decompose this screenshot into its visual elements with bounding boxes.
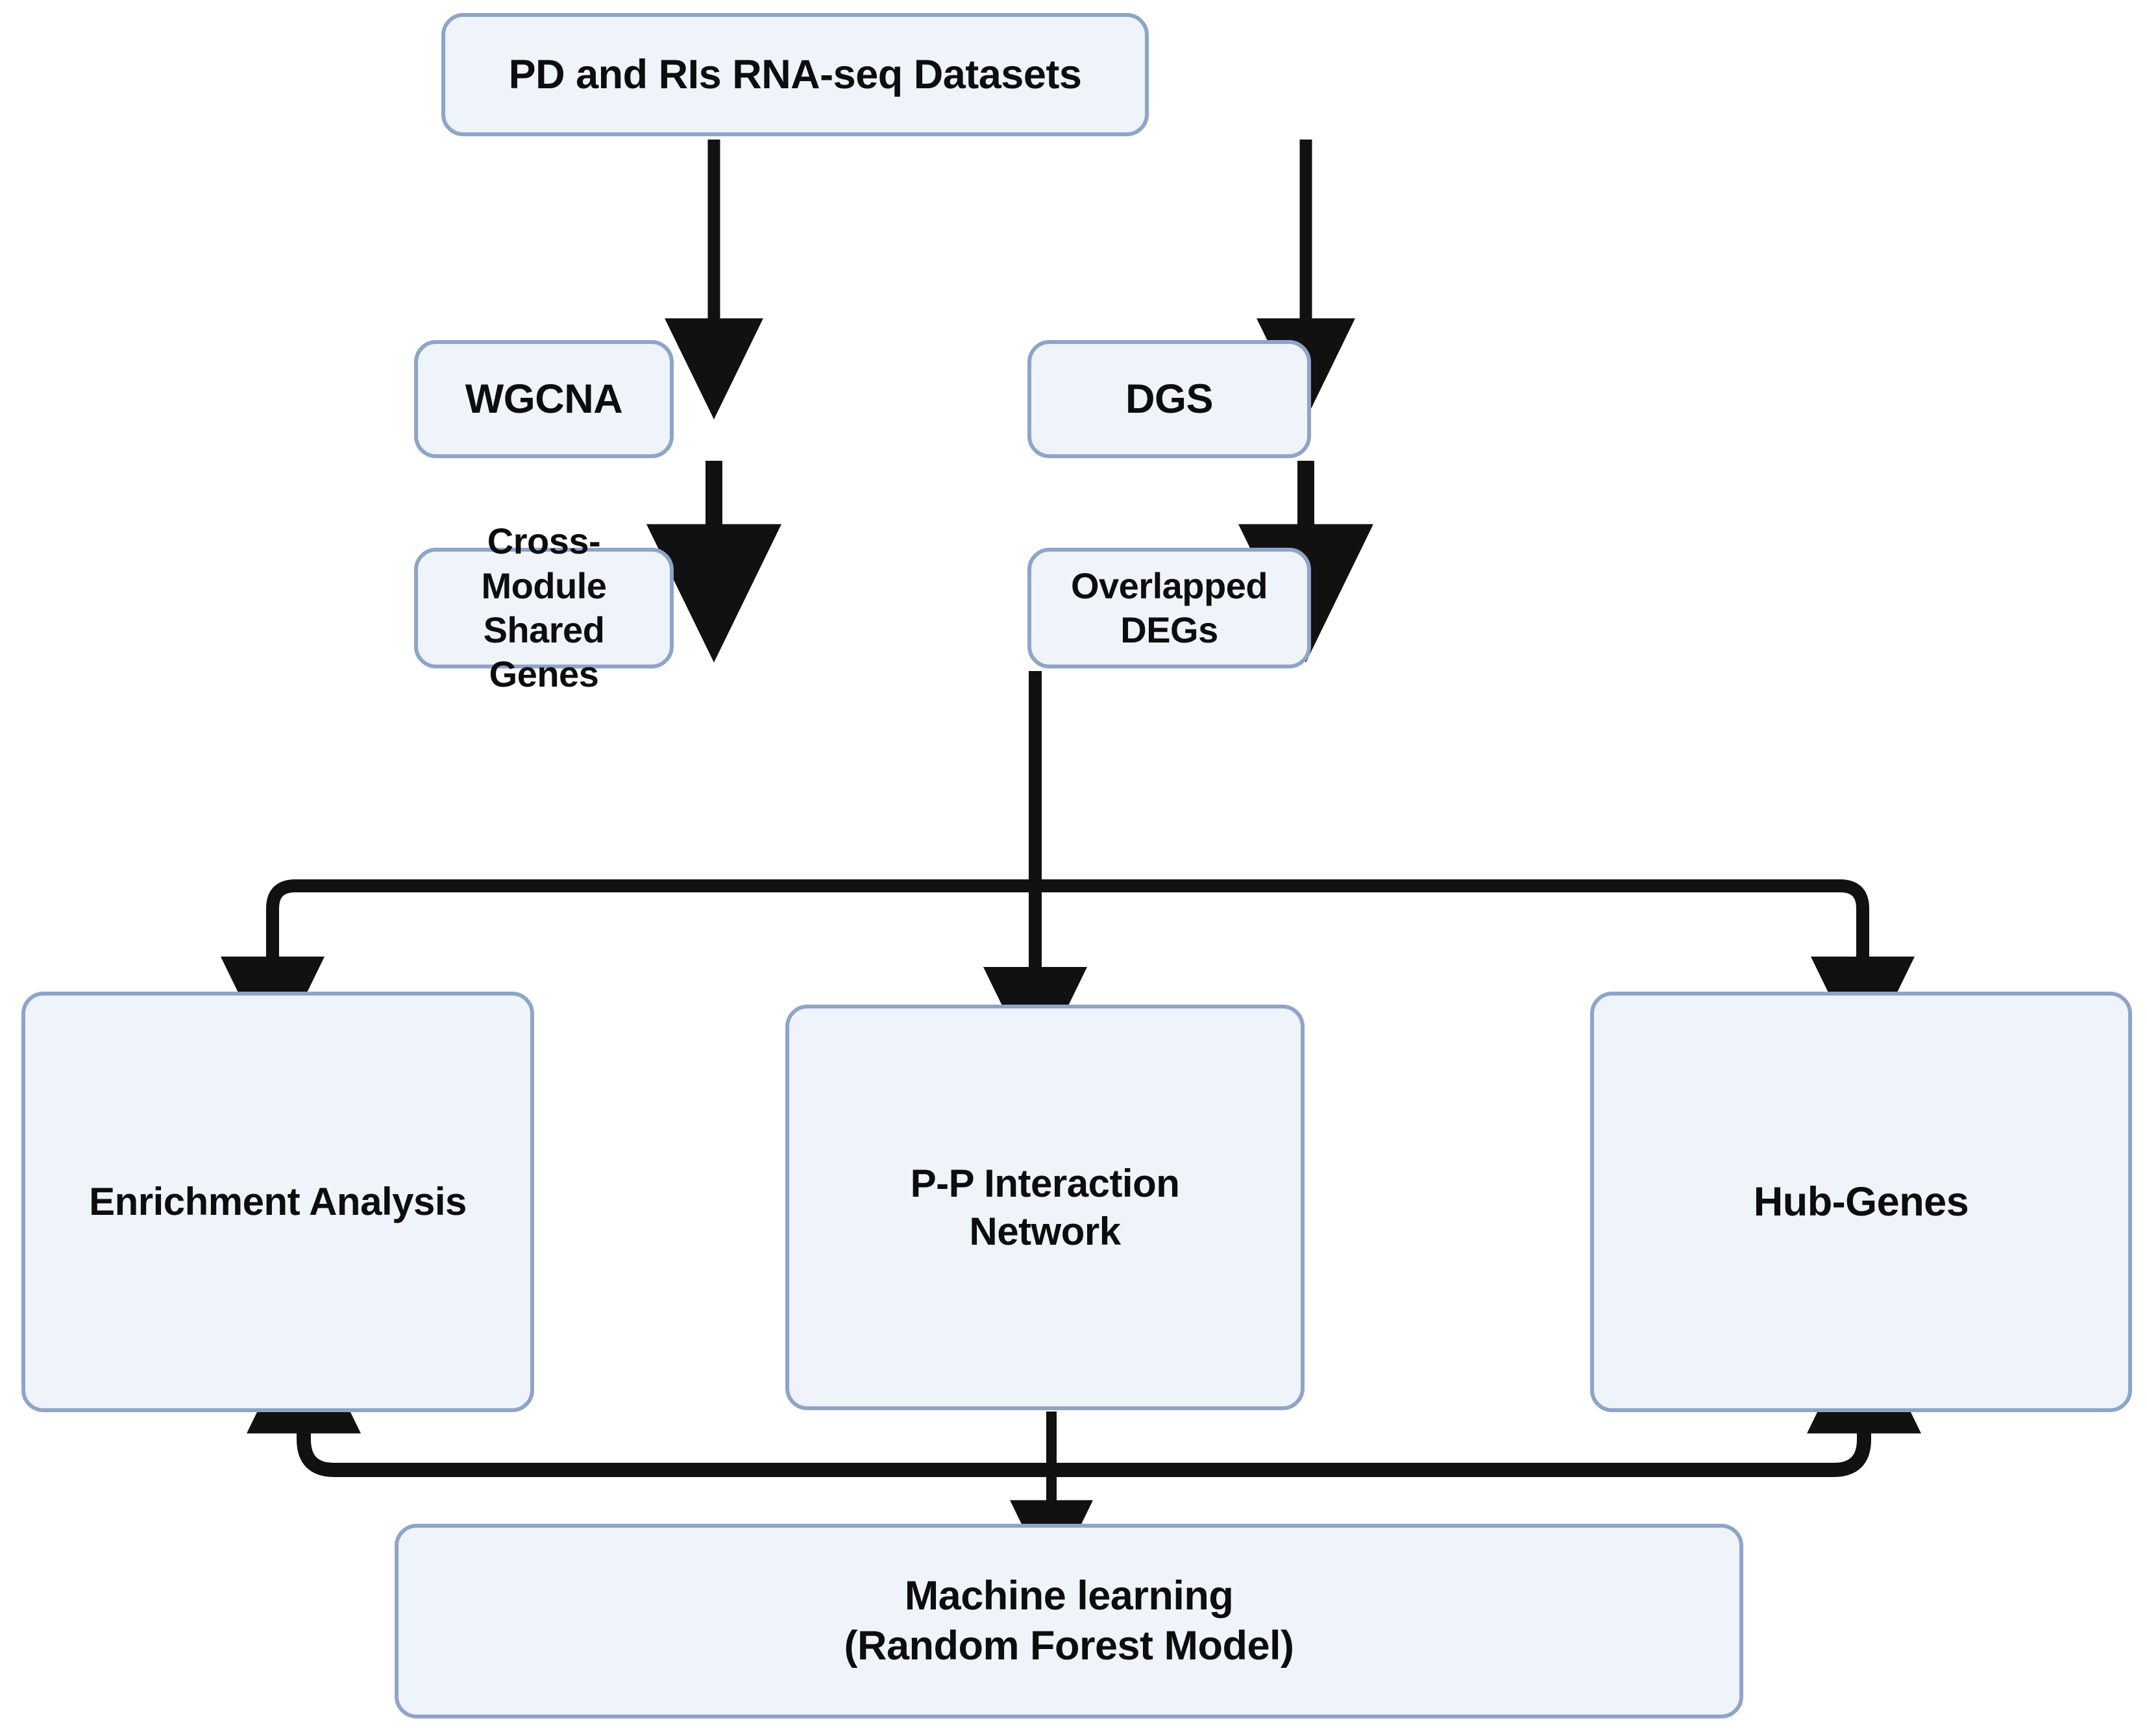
node-label: DGS	[1125, 376, 1214, 422]
node-label: Overlapped DEGs	[1070, 565, 1268, 650]
node-machine-learning-random-forest[interactable]: Machine learning (Random Forest Model)	[395, 1524, 1743, 1718]
node-hub-genes[interactable]: Hub-Genes	[1590, 992, 2132, 1412]
edge-overlapped-to-enrichment	[221, 879, 1035, 1063]
node-label: PD and RIs RNA-seq Datasets	[508, 51, 1082, 97]
edge-overlapped-to-hubgenes	[1035, 879, 1915, 1063]
node-label: P-P Interaction Network	[910, 1162, 1180, 1253]
node-overlapped-degs[interactable]: Overlapped DEGs	[1027, 548, 1311, 668]
node-label: WGCNA	[465, 376, 623, 422]
node-wgcna[interactable]: WGCNA	[414, 340, 674, 458]
node-pp-interaction-network[interactable]: P-P Interaction Network	[785, 1005, 1305, 1410]
node-label: Enrichment Analysis	[89, 1180, 467, 1224]
edge-feedback-to-enrichment	[247, 1316, 1051, 1477]
node-dgs[interactable]: DGS	[1027, 340, 1311, 458]
node-pd-ris-rnaseq-datasets[interactable]: PD and RIs RNA-seq Datasets	[441, 13, 1149, 136]
node-enrichment-analysis[interactable]: Enrichment Analysis	[21, 992, 534, 1412]
node-label: Machine learning (Random Forest Model)	[844, 1573, 1295, 1669]
edge-feedback-to-hubgenes	[1051, 1316, 1921, 1477]
node-cross-module-shared-genes[interactable]: Cross-Module Shared Genes	[414, 520, 674, 694]
node-label: Hub-Genes	[1753, 1179, 1969, 1225]
node-label: Cross-Module Shared Genes	[481, 520, 607, 695]
